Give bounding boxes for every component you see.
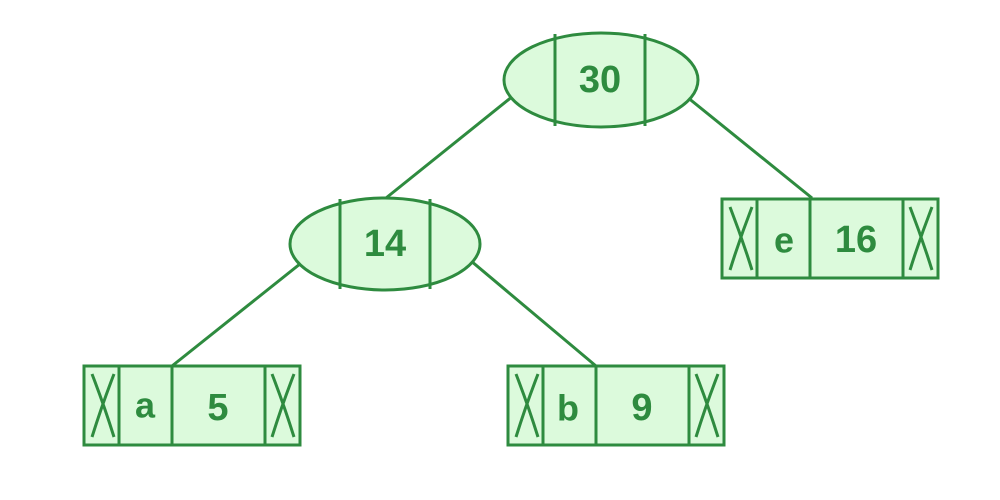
leaf-node-e: e 16 — [720, 197, 940, 280]
root-node-ellipse — [502, 31, 700, 129]
edge-root-to-internal — [385, 90, 519, 200]
internal-node-weight: 14 — [364, 223, 406, 265]
leaf-node-e-weight: 16 — [835, 219, 877, 261]
leaf-node-b-null-left-icon — [514, 373, 540, 438]
leaf-node-a-weight: 5 — [207, 387, 228, 429]
leaf-node-b-weight: 9 — [631, 387, 652, 429]
leaf-node-a-null-right-icon — [270, 373, 296, 438]
leaf-node-a-box — [82, 364, 302, 447]
leaf-node-b-char: b — [557, 388, 579, 429]
leaf-node-a-char: a — [135, 385, 156, 426]
edge-internal-to-leaf-b — [451, 243, 597, 368]
leaf-node-a: a 5 — [82, 364, 302, 447]
internal-node: 14 — [288, 196, 482, 292]
leaf-node-a-null-left-icon — [90, 373, 116, 438]
edge-internal-to-leaf-a — [171, 246, 321, 368]
internal-node-ellipse — [288, 196, 482, 292]
leaf-node-b-null-right-icon — [694, 373, 720, 438]
root-node: 30 — [502, 31, 700, 129]
leaf-node-e-null-right-icon — [908, 206, 934, 271]
leaf-node-e-box — [720, 197, 940, 280]
root-node-weight: 30 — [579, 59, 621, 101]
leaf-node-e-char: e — [774, 220, 794, 261]
tree-edges — [171, 78, 813, 368]
leaf-node-b: b 9 — [506, 364, 726, 447]
leaf-node-b-box — [506, 364, 726, 447]
leaf-node-e-null-left-icon — [728, 206, 754, 271]
